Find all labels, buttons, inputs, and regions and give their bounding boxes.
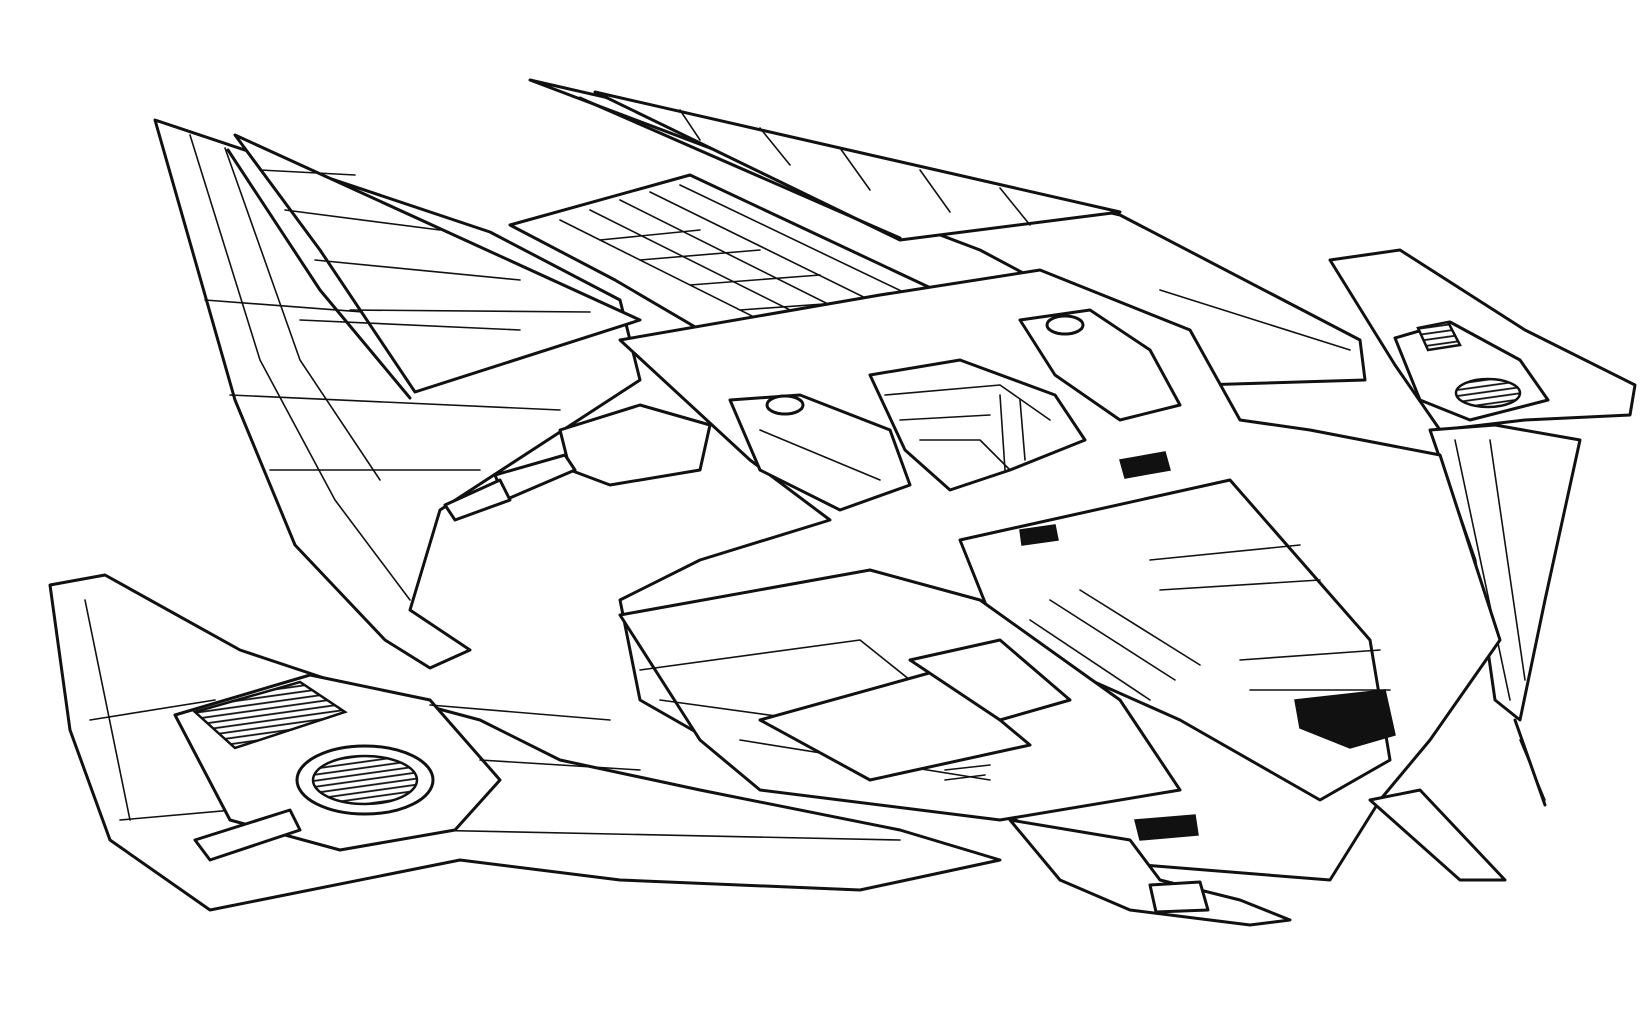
lower-left-wing [48, 573, 1002, 912]
right-nacelle-upper [1328, 248, 1637, 807]
upper-right-wing [528, 78, 1367, 387]
lower-hull [618, 568, 1507, 927]
upper-left-wing [153, 118, 642, 670]
